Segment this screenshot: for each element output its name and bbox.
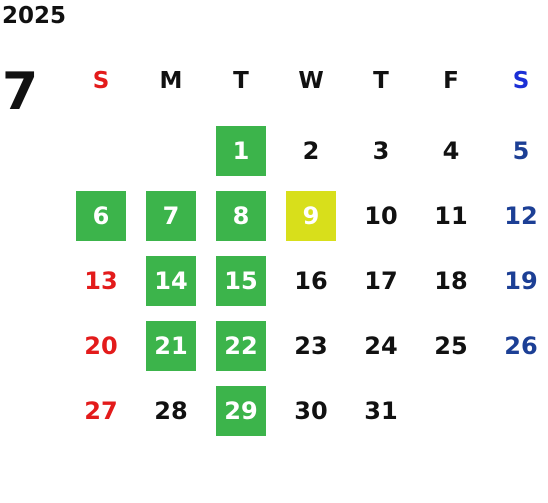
calendar-week-5: 27 28 29 30 31 xyxy=(66,386,548,436)
day-cell-20[interactable]: 20 xyxy=(84,332,118,360)
day-cell-27[interactable]: 27 xyxy=(84,397,118,425)
day-cell-18[interactable]: 18 xyxy=(434,267,468,295)
day-cell-6[interactable]: 6 xyxy=(76,191,126,241)
weekday-header-wed: W xyxy=(298,68,324,94)
day-cell-30[interactable]: 30 xyxy=(294,397,328,425)
day-cell-7[interactable]: 7 xyxy=(146,191,196,241)
day-cell-26[interactable]: 26 xyxy=(504,332,538,360)
day-cell-10[interactable]: 10 xyxy=(364,202,398,230)
weekday-header-tue: T xyxy=(233,68,249,94)
day-cell-9[interactable]: 9 xyxy=(286,191,336,241)
day-cell-empty xyxy=(426,386,476,436)
weekday-header-sat: S xyxy=(512,68,530,94)
day-cell-16[interactable]: 16 xyxy=(294,267,328,295)
day-cell-14[interactable]: 14 xyxy=(146,256,196,306)
day-cell-28[interactable]: 28 xyxy=(154,397,188,425)
day-cell-22[interactable]: 22 xyxy=(216,321,266,371)
day-cell-15[interactable]: 15 xyxy=(216,256,266,306)
day-cell-12[interactable]: 12 xyxy=(504,202,538,230)
day-cell-empty xyxy=(146,126,196,176)
day-cell-5[interactable]: 5 xyxy=(512,137,530,165)
weekday-header-thu: T xyxy=(373,68,389,94)
day-cell-25[interactable]: 25 xyxy=(434,332,468,360)
day-cell-13[interactable]: 13 xyxy=(84,267,118,295)
calendar-week-3: 13 14 15 16 17 18 19 xyxy=(66,256,548,306)
calendar-week-2: 6 7 8 9 10 11 12 xyxy=(66,191,548,241)
day-cell-19[interactable]: 19 xyxy=(504,267,538,295)
day-cell-8[interactable]: 8 xyxy=(216,191,266,241)
weekday-header-sun: S xyxy=(92,68,110,94)
day-cell-31[interactable]: 31 xyxy=(364,397,398,425)
day-cell-24[interactable]: 24 xyxy=(364,332,398,360)
day-cell-empty xyxy=(496,386,546,436)
day-cell-11[interactable]: 11 xyxy=(434,202,468,230)
day-cell-29[interactable]: 29 xyxy=(216,386,266,436)
calendar-week-1: 1 2 3 4 5 xyxy=(66,126,548,176)
day-cell-2[interactable]: 2 xyxy=(302,137,320,165)
day-cell-17[interactable]: 17 xyxy=(364,267,398,295)
weekday-header-mon: M xyxy=(159,68,183,94)
year-label: 2025 xyxy=(2,3,67,29)
calendar-week-4: 20 21 22 23 24 25 26 xyxy=(66,321,548,371)
month-number: 7 xyxy=(2,62,39,122)
day-cell-23[interactable]: 23 xyxy=(294,332,328,360)
day-cell-empty xyxy=(76,126,126,176)
weekday-header-row: S M T W T F S xyxy=(66,56,548,106)
day-cell-1[interactable]: 1 xyxy=(216,126,266,176)
day-cell-21[interactable]: 21 xyxy=(146,321,196,371)
day-cell-3[interactable]: 3 xyxy=(372,137,390,165)
day-cell-4[interactable]: 4 xyxy=(442,137,460,165)
weekday-header-fri: F xyxy=(443,68,459,94)
